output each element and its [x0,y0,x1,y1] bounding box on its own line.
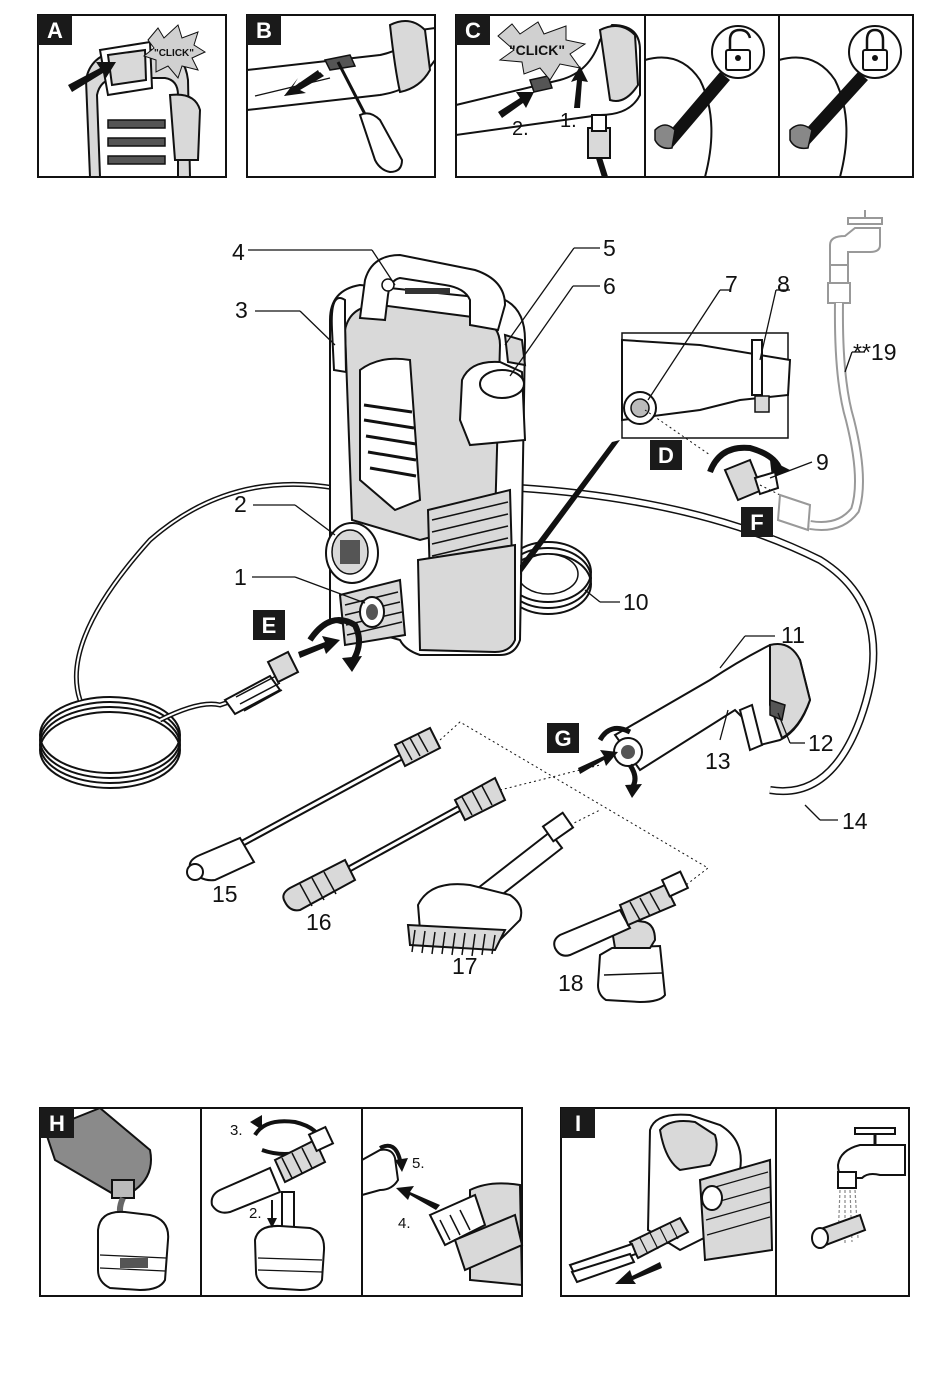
water-tap-hose [778,210,882,530]
accessory-15-lance [187,728,440,880]
callout-17: 17 [452,953,478,979]
callout-6: 6 [603,273,616,299]
step-4-h: 4. [398,1215,411,1232]
tag-c-label: C [465,18,481,43]
hose-coil [40,484,335,788]
callout-13: 13 [705,748,731,774]
callout-1: 1 [234,564,247,590]
step-1-c: 1. [560,110,577,132]
step-3-h: 3. [230,1122,243,1139]
callout-12: 12 [808,730,834,756]
callout-11: 11 [781,622,805,648]
pressure-washer-unit [326,255,525,655]
callout-16: 16 [306,909,332,935]
tag-i-label: I [575,1111,581,1136]
callout-18: 18 [558,970,584,996]
step-2-h: 2. [249,1205,262,1222]
tag-b-label: B [256,18,272,43]
panel-a: "CLICK" A [38,15,226,177]
callout-8: 8 [777,271,790,297]
callout-19: **19 [853,339,896,365]
inlet-coupling [710,448,790,500]
tag-d-label: D [658,443,674,468]
accessory-17-brush [408,813,573,956]
callout-15: 15 [212,881,238,907]
callout-2: 2 [234,491,247,517]
tag-g-label: G [554,726,571,751]
callout-14: 14 [842,808,868,834]
callout-5: 5 [603,235,616,261]
tag-e-label: E [262,613,277,638]
step-2-c: 2. [512,118,529,140]
main-view: 4 3 2 1 5 6 7 8 9 10 11 12 13 14 15 16 1… [40,210,896,1002]
callout-7: 7 [725,271,738,297]
tag-a-label: A [47,18,63,43]
tag-h-label: H [49,1111,65,1136]
trigger-gun [578,644,810,798]
panel-b: B [247,15,435,177]
panel-c: "CLICK" 2. 1. C [456,15,913,177]
callout-3: 3 [235,297,248,323]
step-5-h: 5. [412,1155,425,1172]
panel-i: I [561,1108,909,1296]
callout-4: 4 [232,239,245,265]
panel-h: 3. 2. 4. 5. H [40,1108,522,1296]
click-text-a: "CLICK" [154,48,194,59]
callout-9: 9 [816,449,829,475]
callout-10: 10 [623,589,649,615]
tag-f-label: F [750,510,763,535]
click-text-c: "CLICK" [509,42,565,58]
